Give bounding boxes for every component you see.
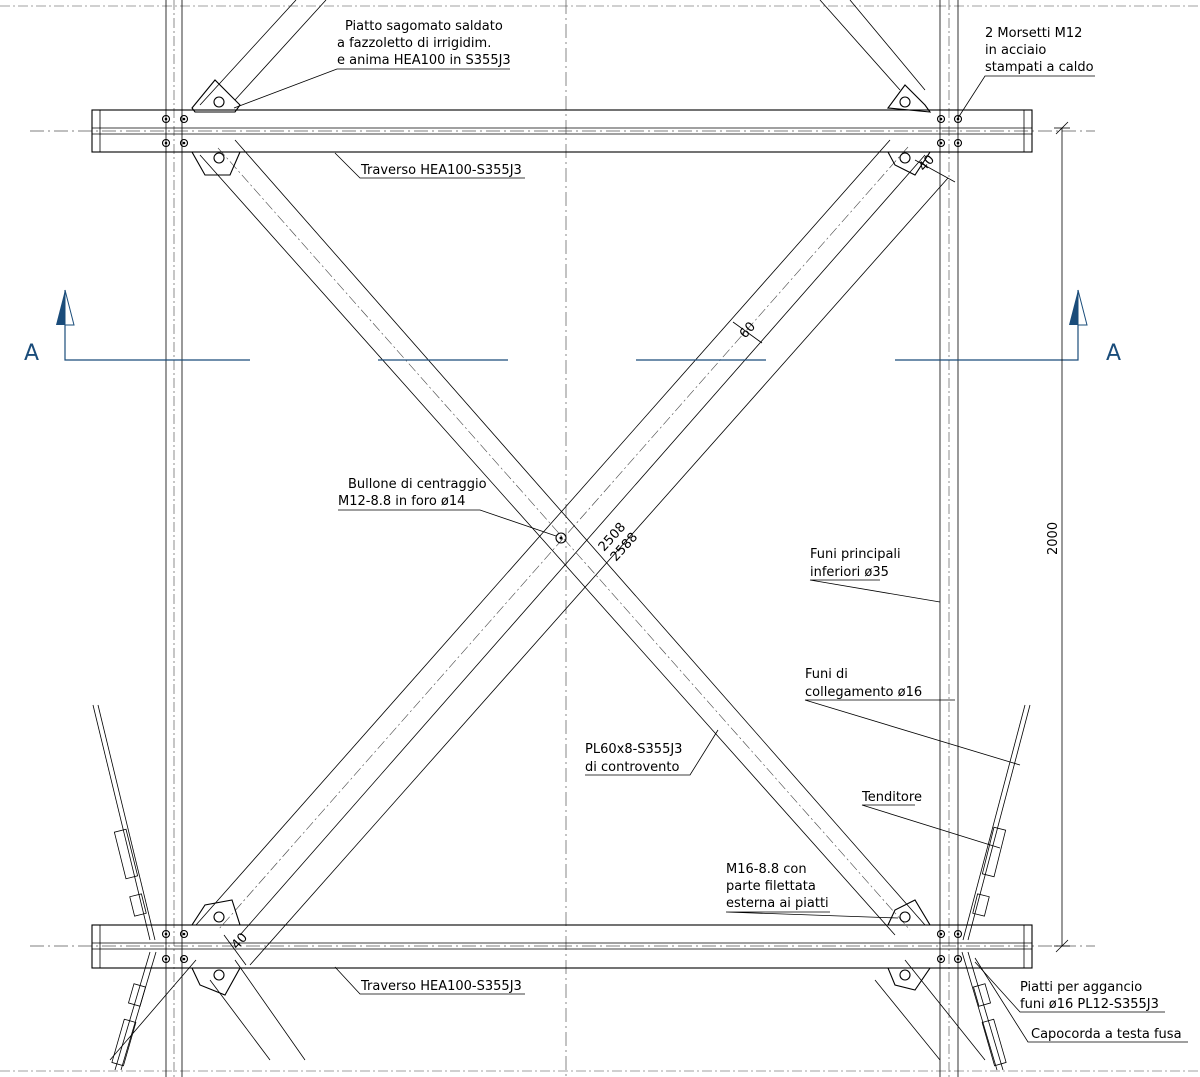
- m16-bolts: [213, 96, 911, 981]
- dim-2000-text: 2000: [1046, 522, 1061, 555]
- label-traverso-bottom: Traverso HEA100-S355J3: [360, 979, 522, 994]
- label-funi-principali-2: inferiori ø35: [810, 565, 889, 580]
- label-controvento-1: PL60x8-S355J3: [585, 742, 682, 757]
- section-label-left: A: [24, 341, 39, 366]
- label-piatti-aggancio-2: funi ø16 PL12-S355J3: [1020, 997, 1159, 1012]
- label-m16-2: parte filettata: [726, 879, 816, 894]
- section-marker-left: A: [24, 289, 250, 366]
- dimension-60: 60: [732, 319, 763, 344]
- left-main-cable: [165, 0, 183, 1077]
- label-bullone-2: M12-8.8 in foro ø14: [338, 494, 465, 509]
- label-m16-1: M16-8.8 con: [726, 862, 807, 877]
- diagonal-brace-1: [109, 0, 949, 1061]
- label-funi-collegamento-1: Funi di: [805, 667, 848, 682]
- label-controvento-2: di controvento: [585, 760, 679, 775]
- left-connecting-cables: [92, 704, 157, 1071]
- dimension-40-bottom: 40: [223, 930, 251, 966]
- label-capocorda: Capocorda a testa fusa: [1031, 1027, 1182, 1042]
- label-funi-collegamento-2: collegamento ø16: [805, 685, 922, 700]
- clamp-bolts: [161, 114, 963, 964]
- section-label-right: A: [1106, 341, 1121, 366]
- label-morsetti-3: stampati a caldo: [985, 60, 1094, 75]
- label-traverso-top: Traverso HEA100-S355J3: [360, 163, 522, 178]
- label-morsetti-1: 2 Morsetti M12: [985, 26, 1082, 41]
- label-tenditore: Tenditore: [861, 790, 922, 805]
- dimension-2000: 2000: [1046, 121, 1070, 953]
- label-bullone-1: Bullone di centraggio: [348, 477, 487, 492]
- section-marker-right: A: [895, 289, 1121, 366]
- label-piatto-3: e anima HEA100 in S355J3: [337, 53, 511, 68]
- dim-40-top-text: 40: [916, 152, 938, 174]
- label-piatto-1: Piatto sagomato saldato: [345, 19, 503, 34]
- right-main-cable: [939, 0, 959, 1077]
- right-connecting-cables: [961, 704, 1031, 1071]
- diagonal-brace-2: [199, 0, 986, 1061]
- label-piatti-aggancio-1: Piatti per aggancio: [1020, 980, 1142, 995]
- leader-lines: [233, 68, 1188, 1043]
- label-morsetti-2: in acciaio: [985, 43, 1046, 58]
- center-bolt: [555, 532, 567, 544]
- label-piatto-2: a fazzoletto di irrigidim.: [337, 36, 491, 51]
- top-transverse-beam: [91, 109, 1033, 153]
- bottom-transverse-beam: [91, 924, 1033, 969]
- label-funi-principali-1: Funi principali: [810, 547, 901, 562]
- label-m16-3: esterna ai piatti: [726, 896, 829, 911]
